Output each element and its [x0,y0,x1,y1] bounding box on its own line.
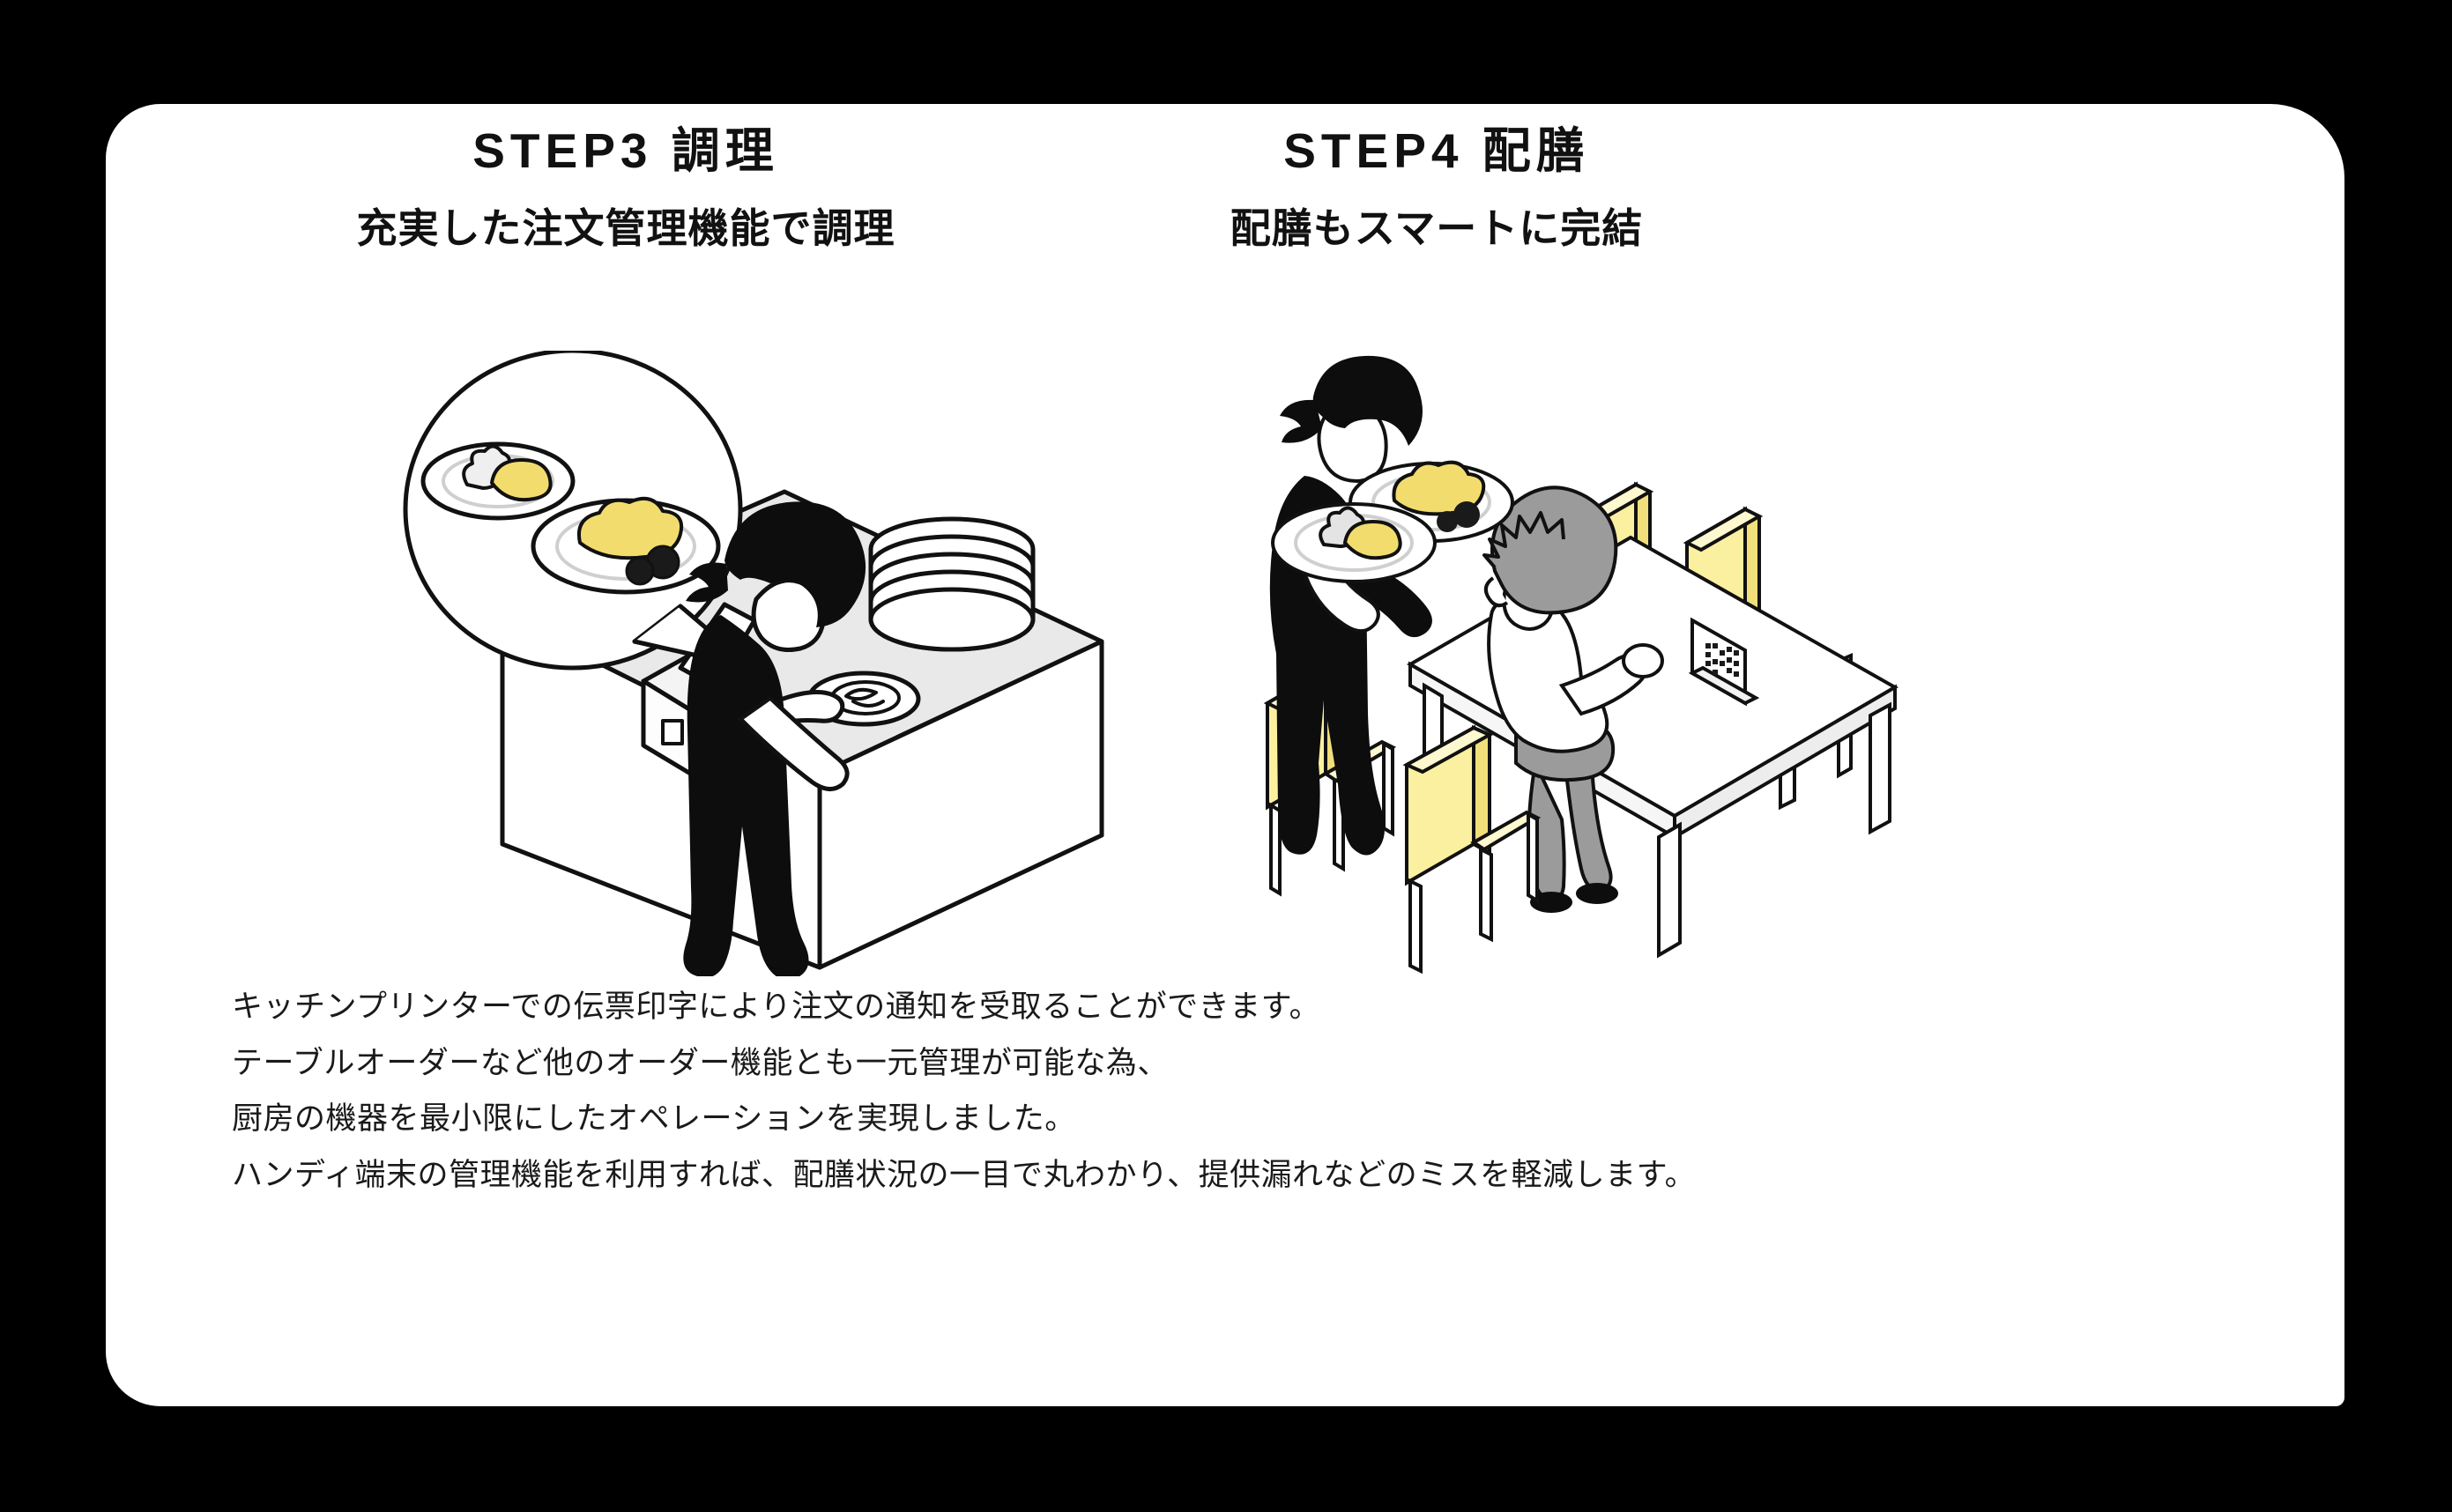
body-copy-line-3: 厨房の機器を最小限にしたオペレーションを実現しました。 [232,1101,1076,1137]
step-title-step3: STEP3 調理 [472,123,779,178]
plate-in-hand-left [1271,502,1437,583]
content-card: STEP3 調理 充実した注文管理機能で調理 STEP4 配膳 配膳もスマートに… [106,104,2344,1406]
stacked-plates [868,516,1036,652]
chair-yellow-2 [1402,724,1542,975]
qr-code-stand [1688,617,1760,707]
plate-in-hand-right [1349,460,1514,543]
step-subtitle-step3: 充実した注文管理機能で調理 [356,205,895,251]
serving-table-illustration [1252,351,1921,976]
body-copy-line-2: テーブルオーダーなど他のオーダー機能とも一元管理が可能な為、 [232,1045,1169,1080]
plate-omurice-small [420,441,576,521]
qr-code-icon [1705,643,1739,677]
body-copy: キッチンプリンターでの伝票印字により注文の通知を受取ることができます。 テーブル… [232,985,2171,1197]
step-column-step4: STEP4 配膳 配膳もスマートに完結 [1058,122,1816,253]
body-copy-line-1: キッチンプリンターでの伝票印字により注文の通知を受取ることができます。 [232,989,1321,1024]
step-title-step4: STEP4 配膳 [1283,123,1590,178]
plate-omurice-large [531,496,721,595]
step-column-step3: STEP3 調理 充実した注文管理機能で調理 [247,122,1005,253]
kitchen-cooking-illustration [370,348,1137,981]
waiter-figure [1269,355,1514,856]
chef-figure [683,501,866,981]
body-copy-line-4: ハンディ端末の管理機能を利用すれば、配膳状況の一目で丸わかり、提供漏れなどのミス… [232,1158,1697,1193]
step-subtitle-step4: 配膳もスマートに完結 [1230,205,1644,251]
